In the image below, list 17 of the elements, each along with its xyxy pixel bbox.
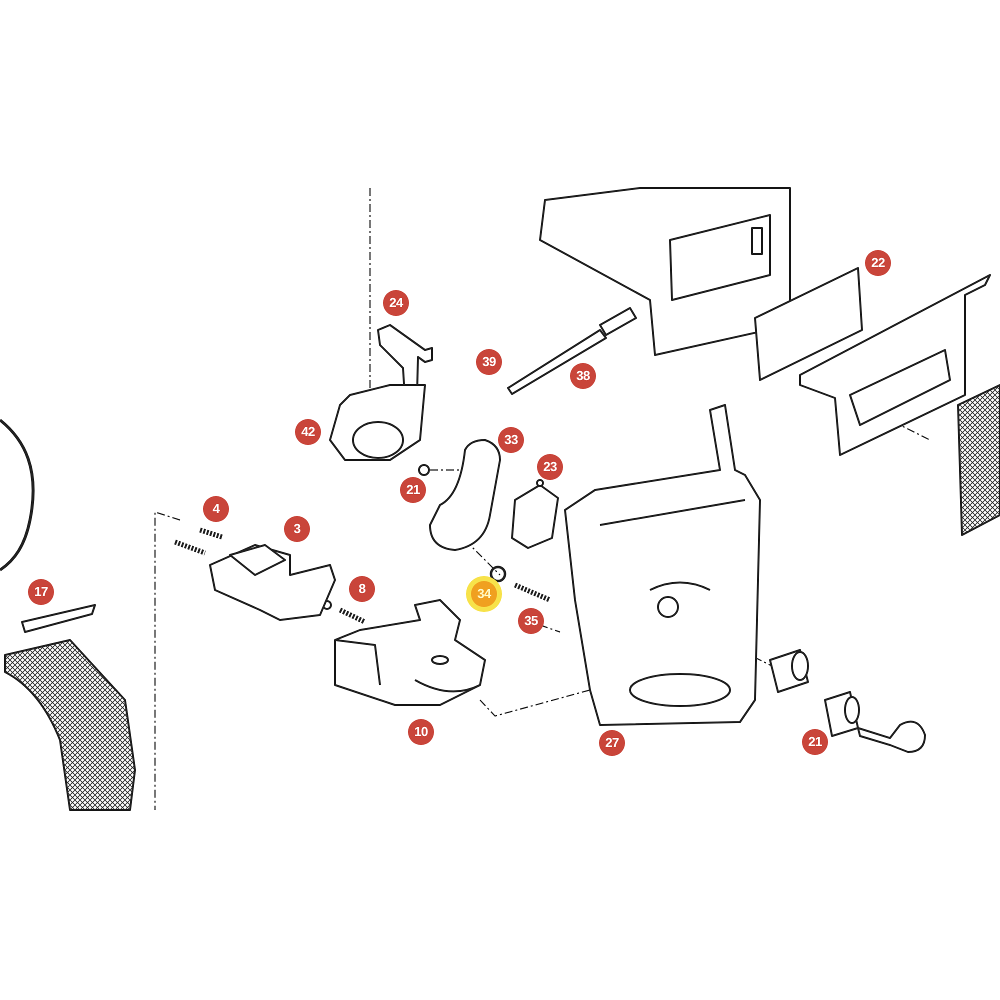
callout-number: 39 <box>476 349 502 375</box>
callout-number: 17 <box>28 579 54 605</box>
callout-number: 10 <box>408 719 434 745</box>
callout-number: 21 <box>802 729 828 755</box>
callout-number: 4 <box>203 496 229 522</box>
callout-number: 3 <box>284 516 310 542</box>
callout-number: 27 <box>599 730 625 756</box>
callout-number: 38 <box>570 363 596 389</box>
callout-number: 34 <box>471 581 497 607</box>
callout-number: 24 <box>383 290 409 316</box>
callout-number: 23 <box>537 454 563 480</box>
callout-number: 22 <box>865 250 891 276</box>
callout-number: 35 <box>518 608 544 634</box>
callout-number: 42 <box>295 419 321 445</box>
callout-number: 33 <box>498 427 524 453</box>
callout-number: 8 <box>349 576 375 602</box>
callout-number: 21 <box>400 477 426 503</box>
